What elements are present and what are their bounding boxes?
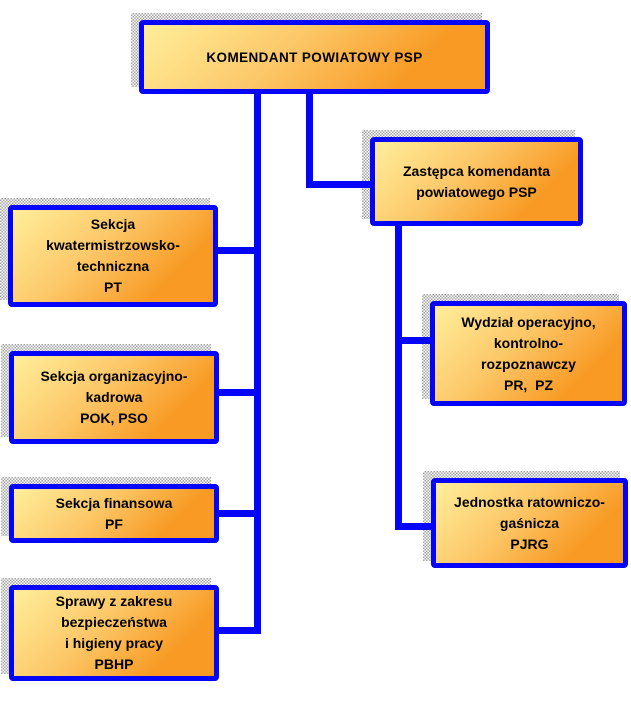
org-box-sekcja-organizacyjno-kadrowa: Sekcja organizacyjno- kadrowa POK, PSO xyxy=(9,351,219,444)
org-box-label: Wydział operacyjno, kontrolno- rozpoznaw… xyxy=(461,313,596,393)
connector-stub-bhp xyxy=(219,627,261,634)
org-box-label: Zastępca komendanta powiatowego PSP xyxy=(402,162,551,200)
org-box-komendant-powiatowy: KOMENDANT POWIATOWY PSP xyxy=(139,20,490,94)
org-box-label: KOMENDANT POWIATOWY PSP xyxy=(206,49,423,65)
org-box-zastepca-komendanta: Zastępca komendanta powiatowego PSP xyxy=(370,137,583,226)
connector-stub-finansowa xyxy=(219,510,254,517)
connector-right-vertical xyxy=(306,94,313,188)
org-box-label: Sprawy z zakresu bezpieczeństwa i higien… xyxy=(55,593,173,672)
connector-right-horizontal xyxy=(306,181,370,188)
org-box-label: Jednostka ratowniczo- gaśnicza PJRG xyxy=(454,493,605,552)
org-box-jednostka-ratowniczo-gasnicza: Jednostka ratowniczo- gaśnicza PJRG xyxy=(431,478,628,568)
connector-stub-wydzial xyxy=(402,337,430,344)
connector-stub-kwatermistrzowsko xyxy=(218,247,254,254)
connector-stub-jednostka xyxy=(402,523,431,530)
org-box-label: Sekcja finansowa PF xyxy=(55,494,173,532)
connector-zastepca-vertical xyxy=(395,226,402,530)
connector-trunk-left-vertical xyxy=(254,94,261,634)
org-box-label: Sekcja organizacyjno- kadrowa POK, PSO xyxy=(40,368,188,426)
connector-stub-organizacyjna xyxy=(219,389,254,396)
org-box-label: Sekcja kwatermistrzowsko- techniczna PT xyxy=(46,216,180,295)
org-box-wydzial-operacyjno-kontrolno-rozpoznawczy: Wydział operacyjno, kontrolno- rozpoznaw… xyxy=(430,301,627,406)
org-box-sprawy-bhp: Sprawy z zakresu bezpieczeństwa i higien… xyxy=(9,585,219,681)
org-box-sekcja-kwatermistrzowsko-techniczna: Sekcja kwatermistrzowsko- techniczna PT xyxy=(8,205,218,307)
org-box-sekcja-finansowa: Sekcja finansowa PF xyxy=(9,484,219,543)
